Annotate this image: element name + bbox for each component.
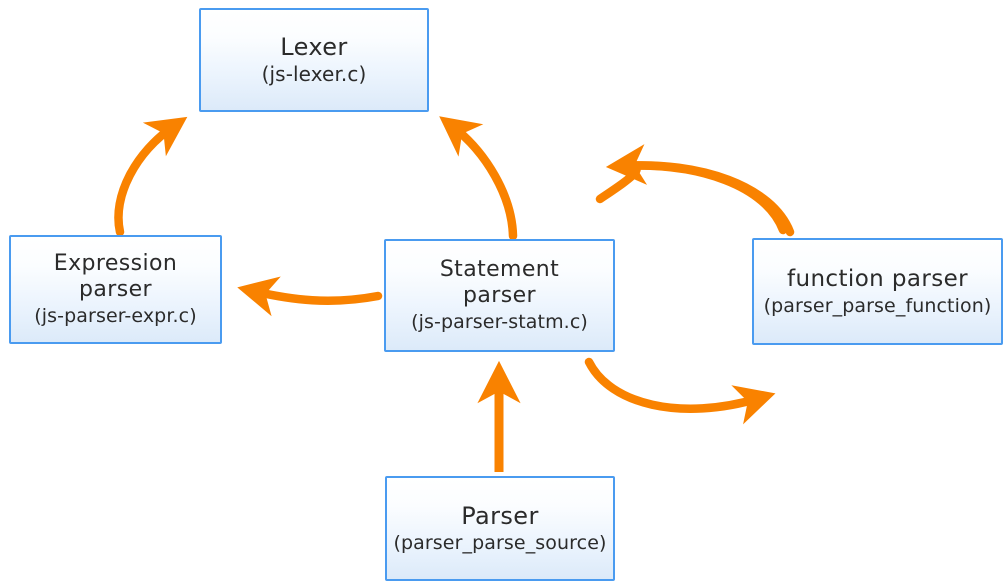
- node-function-parser-title: function parser: [786, 265, 968, 292]
- node-parser[interactable]: Parser (parser_parse_source): [385, 476, 615, 581]
- node-parser-title: Parser: [461, 502, 539, 531]
- node-expression-parser-subtitle: (js-parser-expr.c): [34, 305, 197, 328]
- node-lexer-title: Lexer: [280, 33, 348, 62]
- node-parser-subtitle: (parser_parse_source): [393, 532, 607, 555]
- edge-statement-to-function: [584, 357, 776, 425]
- node-statement-parser[interactable]: Statement parser (js-parser-statm.c): [384, 239, 615, 352]
- node-expression-parser-title: Expression parser: [53, 251, 178, 303]
- edge-expression-to-lexer: [114, 116, 188, 237]
- node-expression-parser[interactable]: Expression parser (js-parser-expr.c): [9, 235, 222, 344]
- node-statement-parser-subtitle: (js-parser-statm.c): [411, 311, 588, 334]
- node-statement-parser-title: Statement parser: [439, 257, 560, 309]
- edge-function-to-statement: [595, 144, 795, 237]
- node-lexer[interactable]: Lexer (js-lexer.c): [199, 8, 429, 112]
- node-function-parser-subtitle: (parser_parse_function): [763, 294, 992, 317]
- edge-statement-to-expression: [237, 276, 383, 317]
- edge-statement-to-lexer: [439, 116, 518, 241]
- node-function-parser[interactable]: function parser (parser_parse_function): [752, 238, 1003, 345]
- node-lexer-subtitle: (js-lexer.c): [261, 62, 367, 87]
